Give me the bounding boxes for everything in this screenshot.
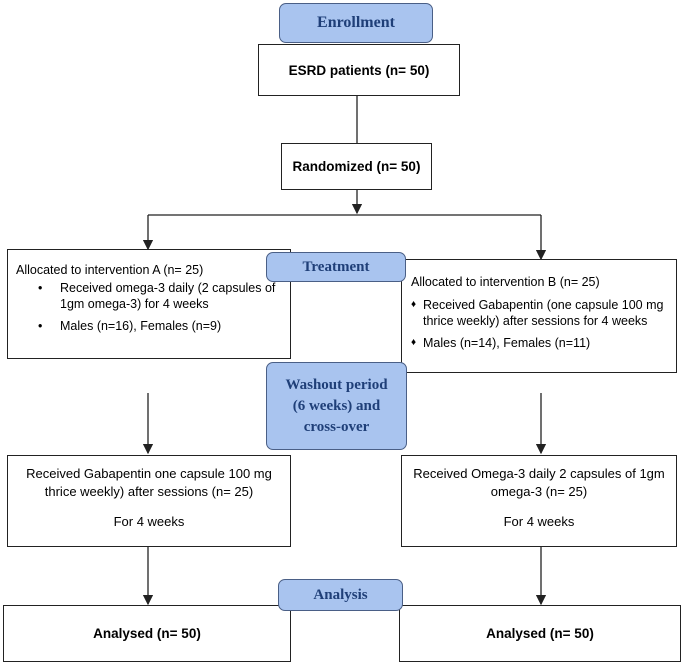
- crossover-b-duration: For 4 weeks: [503, 514, 575, 529]
- allocation-a-box: Allocated to intervention A (n= 25) • Re…: [7, 249, 291, 359]
- analysed-b-label: Analysed (n= 50): [486, 626, 594, 641]
- diamond-bullet-icon: ♦: [411, 337, 417, 348]
- stage-analysis: Analysis: [278, 579, 403, 611]
- stage-treatment-label: Treatment: [302, 258, 370, 275]
- esrd-patients-label: ESRD patients (n= 50): [288, 62, 430, 78]
- stage-washout-line-3: cross-over: [303, 418, 370, 435]
- stage-washout-line-1: Washout period: [285, 376, 388, 393]
- allocation-b-item: ♦ Received Gabapentin (one capsule 100 m…: [411, 298, 664, 328]
- crossover-b-box: Received Omega-3 daily 2 capsules of 1gm…: [401, 455, 677, 547]
- allocation-b-title: Allocated to intervention B (n= 25): [411, 275, 600, 289]
- crossover-a-line-1: Received Gabapentin one capsule 100 mg: [26, 466, 272, 481]
- crossover-a-line-2: thrice weekly) after sessions (n= 25): [44, 484, 254, 499]
- bullet-icon: •: [38, 319, 43, 333]
- allocation-a-title: Allocated to intervention A (n= 25): [16, 263, 204, 277]
- bullet-icon: •: [38, 281, 43, 295]
- analysed-b-box: Analysed (n= 50): [399, 605, 681, 662]
- allocation-b-box: Allocated to intervention B (n= 25) ♦ Re…: [401, 259, 677, 373]
- crossover-b-line-1: Received Omega-3 daily 2 capsules of 1gm: [413, 466, 665, 481]
- randomized-label: Randomized (n= 50): [292, 159, 421, 174]
- stage-enrollment: Enrollment: [279, 3, 433, 43]
- stage-treatment: Treatment: [266, 252, 406, 282]
- diamond-bullet-icon: ♦: [411, 299, 417, 310]
- crossover-a-duration: For 4 weeks: [113, 514, 185, 529]
- analysed-a-box: Analysed (n= 50): [3, 605, 291, 662]
- randomized-box: Randomized (n= 50): [281, 143, 432, 190]
- stage-washout: Washout period (6 weeks) and cross-over: [266, 362, 407, 450]
- crossover-b-line-2: omega-3 (n= 25): [490, 484, 588, 499]
- analysed-a-label: Analysed (n= 50): [93, 626, 201, 641]
- stage-enrollment-label: Enrollment: [317, 14, 395, 31]
- crossover-a-box: Received Gabapentin one capsule 100 mg t…: [7, 455, 291, 547]
- allocation-b-item: ♦ Males (n=14), Females (n=11): [411, 336, 591, 350]
- stage-washout-line-2: (6 weeks) and: [292, 397, 381, 414]
- allocation-a-item: • Received omega-3 daily (2 capsules of …: [38, 281, 276, 311]
- stage-analysis-label: Analysis: [313, 586, 368, 603]
- esrd-patients-box: ESRD patients (n= 50): [258, 44, 460, 96]
- allocation-a-item: • Males (n=16), Females (n=9): [38, 319, 222, 333]
